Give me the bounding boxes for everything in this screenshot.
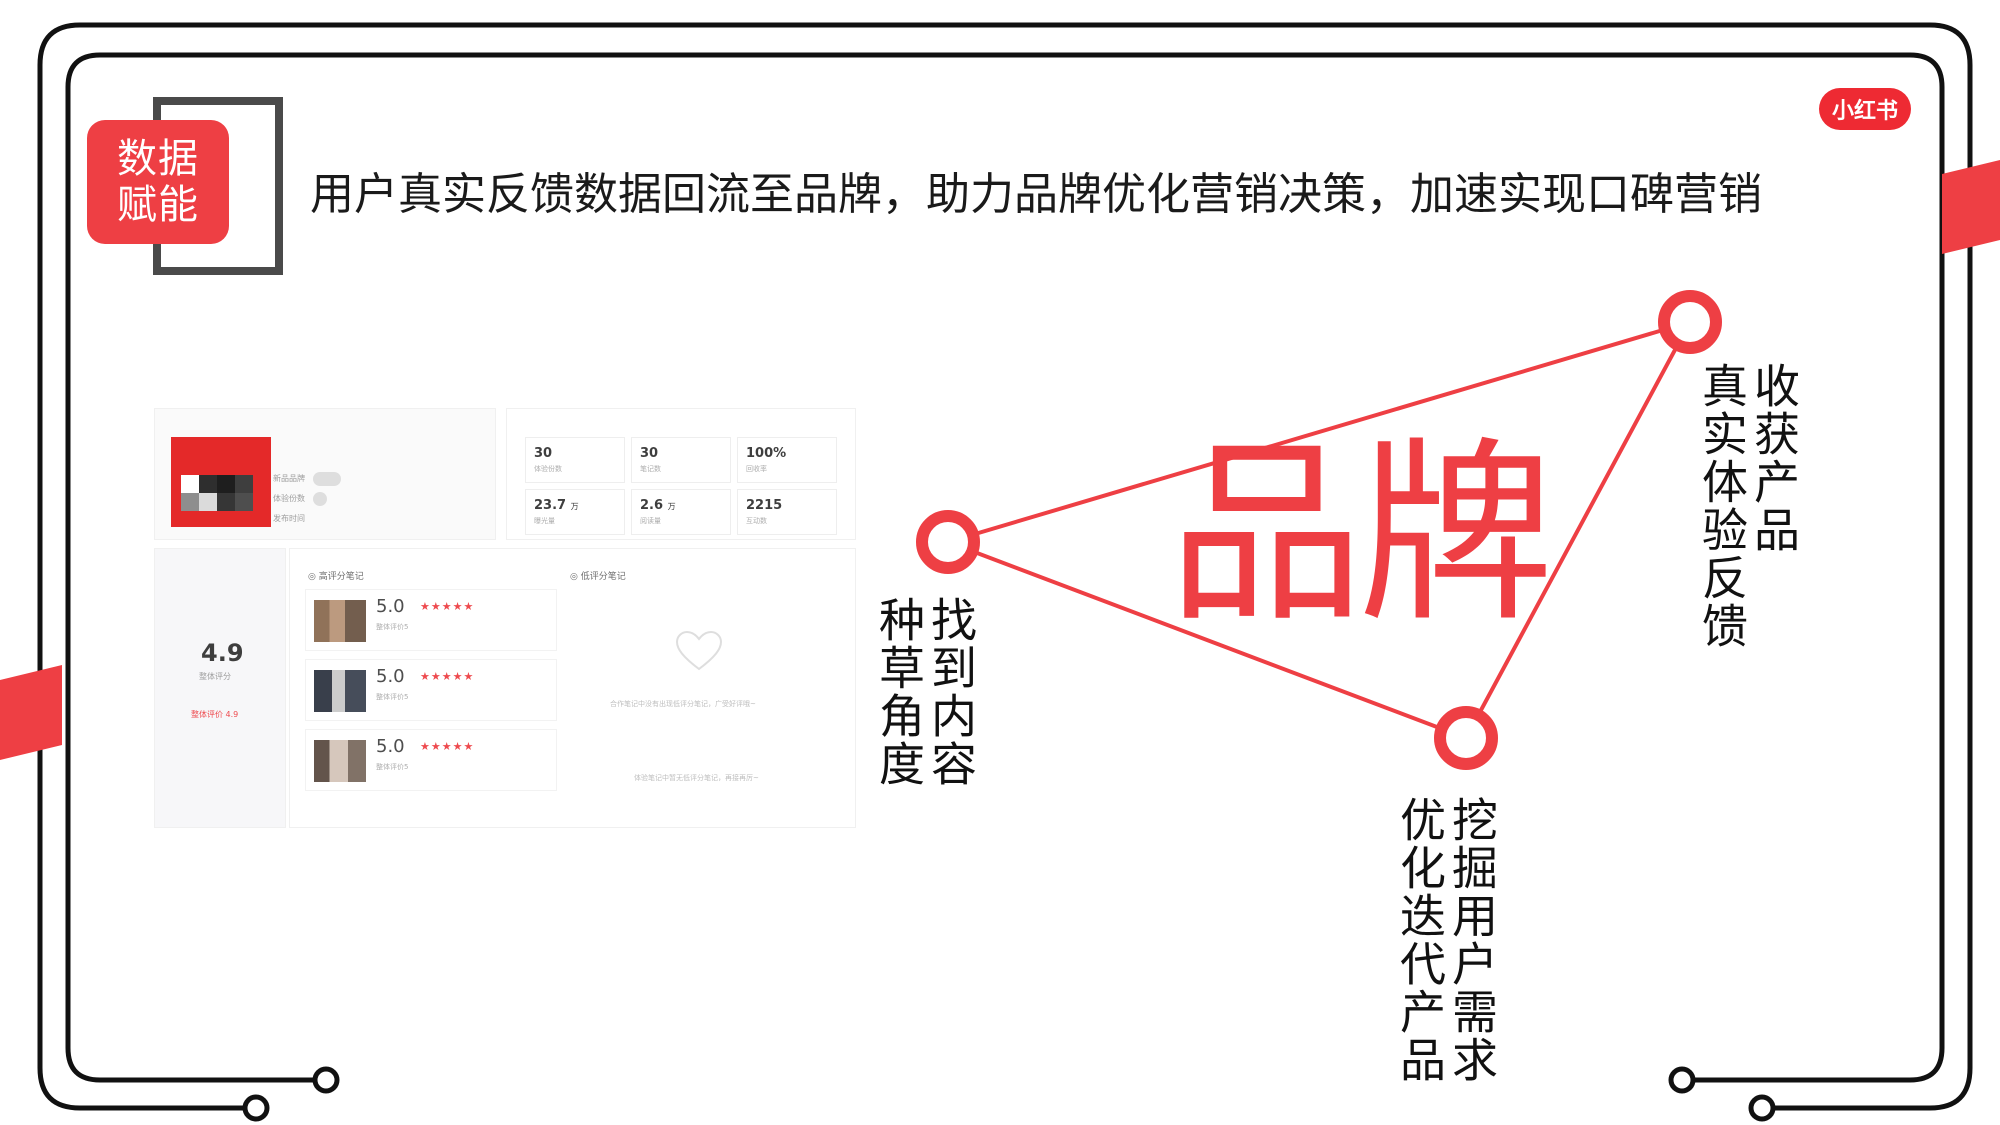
stat-value: 100% <box>746 446 787 461</box>
frame-node-right-outer <box>1748 1094 1776 1122</box>
stat-value: 2215 <box>746 498 783 513</box>
profile-card: 新品品牌 体验份数 发布时间 <box>154 408 496 540</box>
note-item: 5.0 ★★★★★ 整体评价5 <box>305 729 557 791</box>
note-score: 5.0 <box>376 596 405 617</box>
badge-line-1: 数据 <box>117 136 199 182</box>
brand-triangle <box>941 318 1695 741</box>
xiaohongshu-logo: 小红书 <box>1819 88 1911 130</box>
overall-score: 4.9 <box>201 639 244 667</box>
frame-node-left-outer <box>242 1094 270 1122</box>
stat-box: 2215 互动数 <box>737 489 837 535</box>
stat-box: 100% 回收率 <box>737 437 837 483</box>
inner-frame-line <box>65 52 1945 1083</box>
left-caption-col2: 种草角度 <box>872 596 926 788</box>
frame-node-left-inner <box>312 1066 340 1094</box>
stats-card: 30 体验份数 30 笔记数 100% 回收率 23.7 万 曝光量 2.6 万… <box>506 408 856 540</box>
slide-headline: 用户真实反馈数据回流至品牌，助力品牌优化营销决策，加速实现口碑营销 <box>310 169 1762 220</box>
high-score-title: ◎ 高评分笔记 <box>308 572 364 582</box>
empty-state-text-1: 合作笔记中没有出现低评分笔记，广受好评哦~ <box>610 700 756 708</box>
note-score: 5.0 <box>376 666 405 687</box>
data-dashboard-screenshot: 新品品牌 体验份数 发布时间 30 体验份数 30 笔记数 100% 回收率 2… <box>154 408 856 828</box>
note-sub: 整体评价5 <box>376 623 409 631</box>
stat-box: 30 笔记数 <box>631 437 731 483</box>
note-stars: ★★★★★ <box>420 670 475 683</box>
stat-label: 曝光量 <box>534 517 555 525</box>
red-accent-bar-left <box>0 665 62 760</box>
note-sub: 整体评价5 <box>376 693 409 701</box>
right-caption-col2: 真实体验反馈 <box>1695 362 1749 650</box>
stat-label: 体验份数 <box>534 465 562 473</box>
empty-state-text-2: 体验笔记中暂无低评分笔记，再接再厉~ <box>634 774 759 782</box>
overall-label: 整体评分 <box>199 672 231 681</box>
triangle-node-left <box>916 510 980 574</box>
stat-value: 23.7 万 <box>534 498 579 513</box>
profile-label-2: 体验份数 <box>273 494 305 503</box>
note-item: 5.0 ★★★★★ 整体评价5 <box>305 589 557 651</box>
profile-toggle-2 <box>313 492 327 506</box>
note-thumbnail <box>314 740 366 782</box>
overall-score-card: 4.9 整体评分 整体评价 4.9 <box>154 548 286 828</box>
profile-toggle-1 <box>313 472 341 486</box>
badge-line-2: 赋能 <box>117 182 199 228</box>
profile-label-3: 发布时间 <box>273 514 305 523</box>
profile-label-1: 新品品牌 <box>273 474 305 483</box>
stat-value: 2.6 万 <box>640 498 676 513</box>
stat-label: 互动数 <box>746 517 767 525</box>
left-caption-col1: 找到内容 <box>924 596 978 788</box>
brand-center-text: 品牌 <box>1168 421 1554 649</box>
note-sub: 整体评价5 <box>376 763 409 771</box>
bottom-caption-col2: 优化迭代产品 <box>1393 796 1447 1084</box>
bottom-caption-col1: 挖掘用户需求 <box>1445 796 1499 1084</box>
triangle-node-right <box>1658 290 1722 354</box>
heart-icon <box>675 630 723 671</box>
right-caption-col1: 收获产品 <box>1747 362 1801 554</box>
stat-label: 笔记数 <box>640 465 661 473</box>
stat-label: 回收率 <box>746 465 767 473</box>
low-score-title: ◎ 低评分笔记 <box>570 572 626 582</box>
frame-node-right-inner <box>1668 1066 1696 1094</box>
stat-box: 23.7 万 曝光量 <box>525 489 625 535</box>
overall-red-label: 整体评价 4.9 <box>191 710 239 719</box>
triangle-node-bottom <box>1434 706 1498 770</box>
stat-value: 30 <box>640 446 659 461</box>
outer-frame-line <box>37 22 1973 1111</box>
notes-card: ◎ 高评分笔记 ◎ 低评分笔记 5.0 ★★★★★ 整体评价5 5.0 ★★★★… <box>289 548 856 828</box>
note-item: 5.0 ★★★★★ 整体评价5 <box>305 659 557 721</box>
note-thumbnail <box>314 600 366 642</box>
stat-value: 30 <box>534 446 553 461</box>
red-accent-bar-right <box>1942 160 2000 254</box>
stat-box: 2.6 万 阅读量 <box>631 489 731 535</box>
product-image <box>171 437 271 527</box>
stat-label: 阅读量 <box>640 517 661 525</box>
note-stars: ★★★★★ <box>420 740 475 753</box>
section-badge: 数据 赋能 <box>87 120 229 244</box>
note-stars: ★★★★★ <box>420 600 475 613</box>
note-score: 5.0 <box>376 736 405 757</box>
stat-box: 30 体验份数 <box>525 437 625 483</box>
note-thumbnail <box>314 670 366 712</box>
